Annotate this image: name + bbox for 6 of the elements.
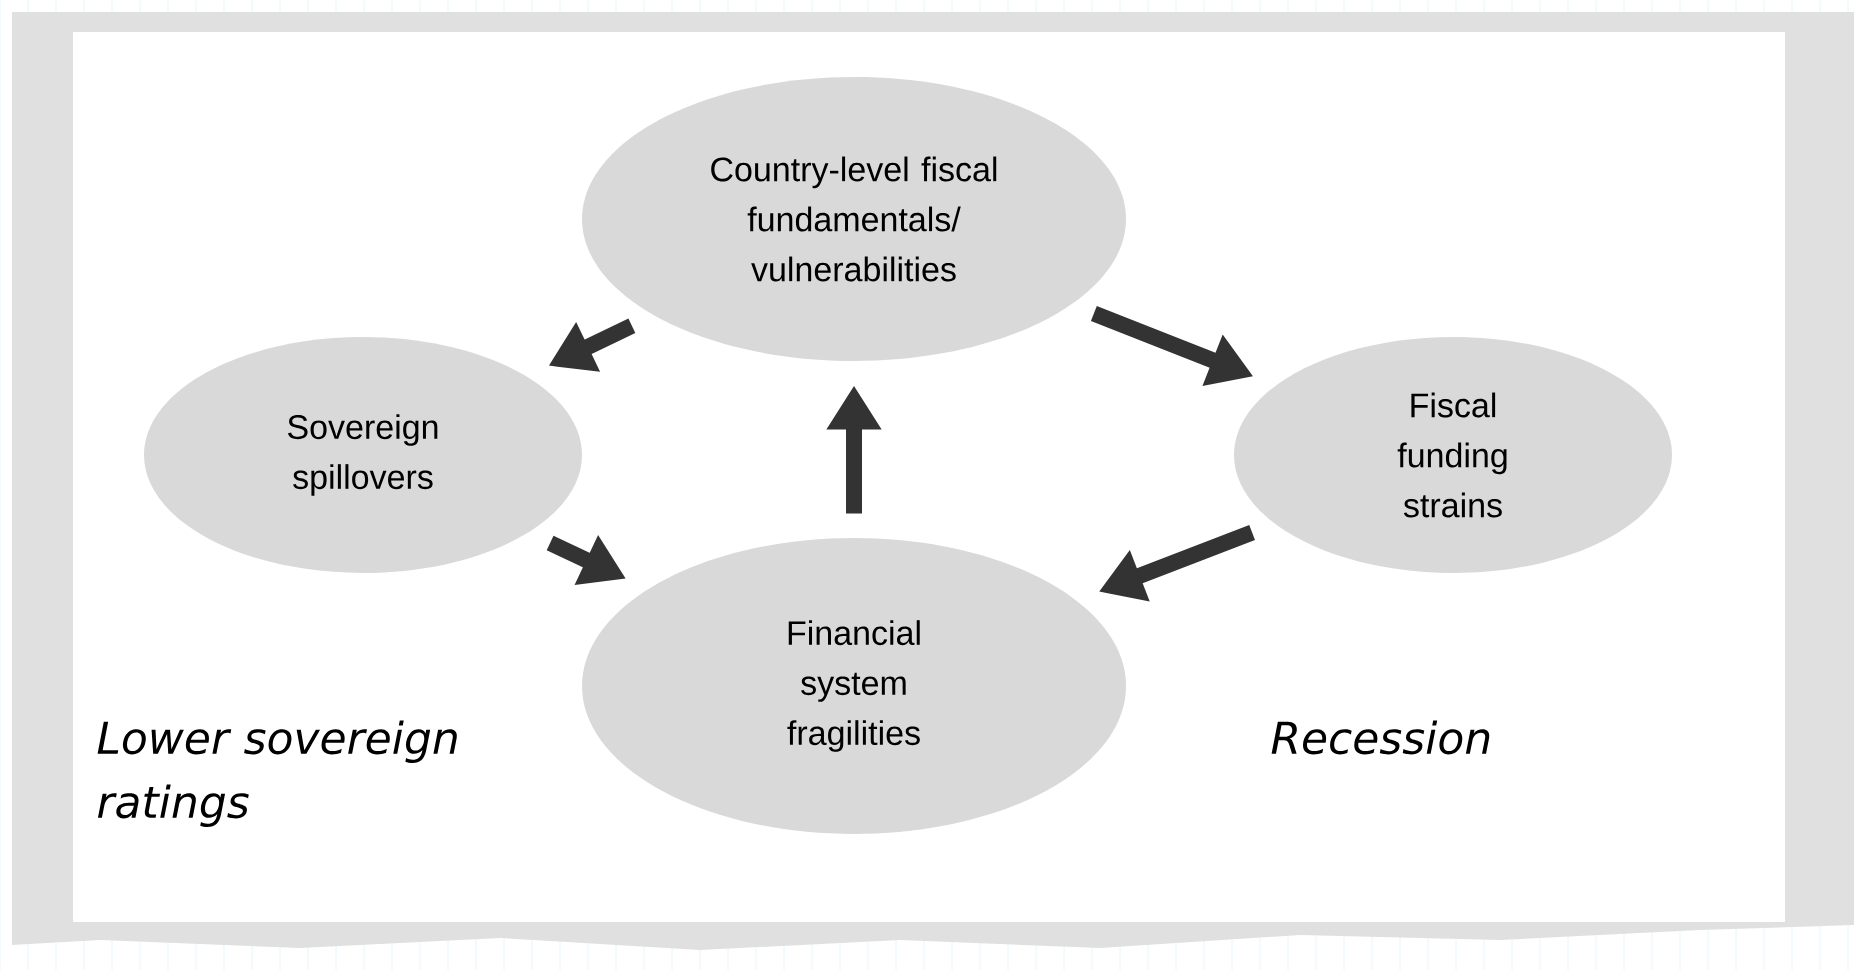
ellipse-node: Country-level fiscal fundamentals/ vulnerabilities	[582, 77, 1126, 361]
handwritten-note: Recession	[1271, 720, 1490, 755]
ellipse-node: Financial system fragilities	[582, 538, 1126, 834]
handwritten-note: Lower sovereign ratings	[97, 720, 457, 827]
ellipse-node: Sovereign spillovers	[144, 337, 582, 573]
ellipse-node: Fiscal funding strains	[1234, 337, 1672, 573]
